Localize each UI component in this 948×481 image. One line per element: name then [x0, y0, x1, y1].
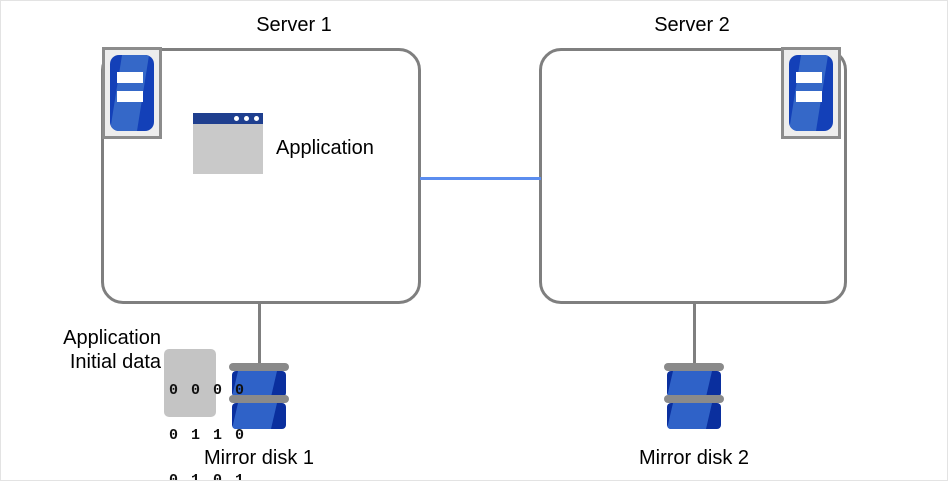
server-rack-icon-bar-top — [117, 71, 143, 84]
server-rack-icon — [102, 47, 162, 139]
mirror-disk-1-label: Mirror disk 1 — [203, 447, 314, 469]
disk-platter-icon — [229, 363, 289, 371]
disk-slab-icon — [667, 403, 721, 429]
application-window-titlebar — [193, 113, 263, 124]
server-2-box — [539, 48, 847, 304]
disk-slab-icon — [667, 371, 721, 397]
binary-row: 0 1 1 0 — [169, 427, 247, 444]
binary-row: 0 1 0 1 — [169, 472, 247, 481]
mirror-disk-2-icon — [664, 363, 724, 429]
mirror-disk-2-label: Mirror disk 2 — [638, 447, 749, 469]
server-rack-icon-body — [789, 55, 833, 131]
binary-data-icon: 0 0 0 0 0 1 1 0 0 1 0 1 0 1 0 1 — [164, 349, 247, 480]
server-rack-icon-bar-bottom — [117, 90, 143, 103]
server-rack-icon — [781, 47, 841, 139]
server-1-box — [101, 48, 421, 304]
server-2-title: Server 2 — [654, 14, 730, 36]
disk-slab-icon — [232, 403, 286, 429]
server-rack-icon-body — [110, 55, 154, 131]
initial-data-label-line1: Application — [63, 327, 161, 349]
server-1-title: Server 1 — [256, 14, 332, 36]
disk-platter-icon — [664, 395, 724, 403]
mirror-disk-1-icon — [229, 363, 289, 429]
server-1-to-disk-1-connector — [258, 303, 261, 365]
window-dot-icon — [234, 116, 239, 121]
initial-data-label-line2: Initial data — [69, 351, 161, 373]
window-dot-icon — [244, 116, 249, 121]
application-label: Application — [276, 137, 374, 159]
server-rack-icon-bar-bottom — [796, 90, 822, 103]
server-rack-icon-bar-top — [796, 71, 822, 84]
window-dot-icon — [254, 116, 259, 121]
server-interconnect-line — [420, 177, 541, 180]
disk-platter-icon — [664, 363, 724, 371]
disk-platter-icon — [229, 395, 289, 403]
application-window-icon — [193, 113, 263, 174]
binary-row: 0 0 0 0 — [169, 382, 247, 399]
server-2-to-disk-2-connector — [693, 303, 696, 365]
disk-slab-icon — [232, 371, 286, 397]
